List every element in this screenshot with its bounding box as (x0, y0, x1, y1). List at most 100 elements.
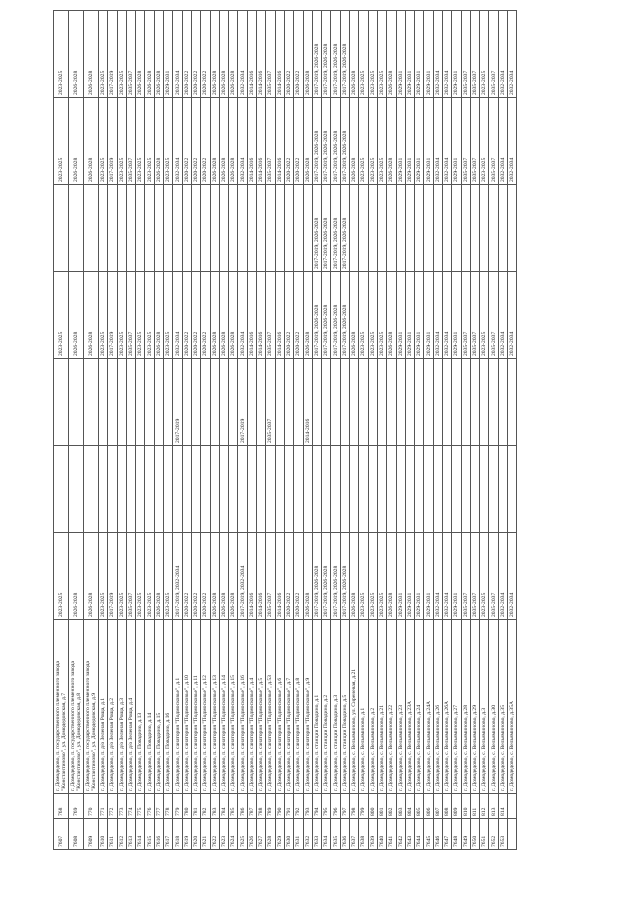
period-cell-4: 2035-2037 (126, 271, 136, 359)
row-number-cell: 7618 (172, 818, 183, 850)
address-cell: г. Домодедово, п. государственного племе… (83, 619, 99, 794)
period-cell-2 (386, 445, 396, 533)
period-cell-7: 2014-2016 (247, 10, 257, 98)
period-cell-1: 2020-2022 (284, 532, 294, 620)
period-cell-3 (507, 358, 517, 446)
row-number-cell: 7635 (330, 818, 341, 850)
period-cell-5 (247, 184, 257, 272)
period-cell-5 (98, 184, 108, 272)
period-cell-3 (479, 358, 489, 446)
period-cell-6: 2020-2022 (284, 97, 294, 185)
item-number-cell: 780 (182, 793, 192, 819)
address-cell: г. Домодедово, п. Повадино, д.14 (144, 619, 155, 794)
period-cell-3 (135, 358, 145, 446)
period-cell-7: 2026-2028 (219, 10, 229, 98)
period-cell-4: 2023-2025 (144, 271, 155, 359)
address-cell: г. Домодедово, п. санатория "Подмосковье… (219, 619, 229, 794)
period-cell-4: 2017-2019 (107, 271, 118, 359)
address-cell: г. Домодедово, п. санатория "Подмосковье… (182, 619, 192, 794)
period-cell-2 (423, 445, 434, 533)
period-cell-2 (68, 445, 84, 533)
period-cell-3 (182, 358, 192, 446)
row-number-cell: 7634 (321, 818, 331, 850)
period-cell-5 (507, 184, 517, 272)
period-cell-5 (172, 184, 183, 272)
item-number-cell: 814 (498, 793, 508, 819)
period-cell-6: 2032-2034 (172, 97, 183, 185)
row-number-cell: 7625 (237, 818, 248, 850)
row-number-cell: 7652 (488, 818, 499, 850)
row-number-cell: 7624 (228, 818, 238, 850)
address-cell: г. Домодедово, п. санатория "Подмосковье… (210, 619, 220, 794)
address-cell: г. Домодедово, с. Вельяминово, ул. Сирен… (349, 619, 359, 794)
period-cell-5 (83, 184, 99, 272)
address-cell: г. Домодедово, с. Вельяминово, д.26 (433, 619, 443, 794)
period-cell-5: 2017-2019, 2026-2028 (312, 184, 322, 272)
period-cell-1: 2035-2037 (461, 532, 471, 620)
row-number-cell: 7629 (275, 818, 285, 850)
period-cell-3 (210, 358, 220, 446)
item-number-cell: 789 (265, 793, 276, 819)
row-number-cell: 7648 (451, 818, 462, 850)
period-cell-5 (414, 184, 424, 272)
item-number-cell: 775 (135, 793, 145, 819)
period-cell-5 (154, 184, 164, 272)
row-number-cell: 7608 (68, 818, 84, 850)
period-cell-1: 2035-2037 (126, 532, 136, 620)
address-cell: г. Домодедово, с. Вельяминово, д.35А (507, 619, 517, 794)
period-cell-4: 2026-2028 (219, 271, 229, 359)
period-cell-7: 2026-2028 (228, 10, 238, 98)
period-cell-6: 2032-2034 (433, 97, 443, 185)
period-cell-1: 2014-2016 (275, 532, 285, 620)
period-cell-5 (479, 184, 489, 272)
item-number-cell: 806 (423, 793, 434, 819)
period-cell-2 (293, 445, 304, 533)
address-cell: г. Домодедово, п. государственного племе… (53, 619, 69, 794)
item-number-cell: 795 (321, 793, 331, 819)
row-number-cell: 7645 (423, 818, 434, 850)
address-cell: г. Домодедово, с. Вельяминово, д.22 (386, 619, 396, 794)
period-cell-4: 2023-2025 (358, 271, 369, 359)
period-cell-6: 2017-2019, 2026-2028 (312, 97, 322, 185)
period-cell-4: 2020-2022 (293, 271, 304, 359)
period-cell-2 (479, 445, 489, 533)
period-cell-1: 2023-2025 (135, 532, 145, 620)
row-number-cell: 7607 (53, 818, 69, 850)
period-cell-7: 2026-2028 (303, 10, 313, 98)
row-number-cell: 7610 (98, 818, 108, 850)
address-cell: г. Домодедово, п. государственного племе… (68, 619, 84, 794)
row-number-cell: 7653 (498, 818, 508, 850)
period-cell-1: 2020-2022 (182, 532, 192, 620)
period-cell-4: 2035-2037 (265, 271, 276, 359)
address-cell: г. Домодедово, п. санатория "Подмосковье… (247, 619, 257, 794)
period-cell-2 (312, 445, 322, 533)
period-cell-2 (126, 445, 136, 533)
period-cell-6: 2023-2025 (135, 97, 145, 185)
period-cell-7: 2035-2037 (126, 10, 136, 98)
period-cell-7: 2023-2025 (368, 10, 378, 98)
period-cell-2 (349, 445, 359, 533)
period-cell-3 (163, 358, 173, 446)
period-cell-5 (461, 184, 471, 272)
period-cell-7: 2026-2028 (386, 10, 396, 98)
item-number-cell: 813 (488, 793, 499, 819)
period-cell-4: 2026-2028 (386, 271, 396, 359)
address-cell: г. Домодедово, п. санатория "Подмосковье… (303, 619, 313, 794)
row-number-cell: 7614 (135, 818, 145, 850)
period-cell-4: 2032-2034 (442, 271, 452, 359)
period-cell-5 (256, 184, 266, 272)
period-cell-2 (303, 445, 313, 533)
